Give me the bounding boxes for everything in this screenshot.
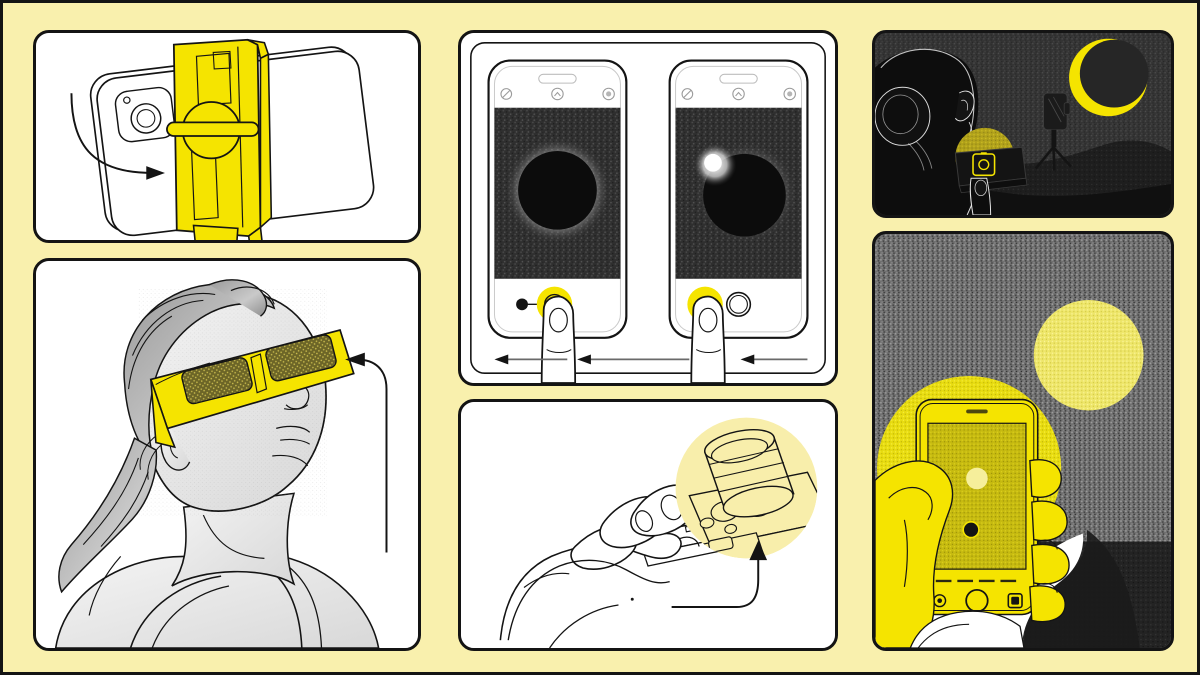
hand-holding-phone: [875, 459, 1070, 648]
hair: [58, 279, 276, 616]
panel-4-artwork: [461, 402, 835, 648]
curved-arrow-right: [70, 93, 165, 180]
slider-arrow-left-3: [740, 354, 808, 365]
finger-before: [540, 295, 577, 383]
panel-1-caption: Clamp the phone into a yellow tripod mou…: [36, 33, 37, 34]
panel-daylight-sun: Frame the sun on screen before the eclip…: [872, 231, 1174, 651]
phone-after: [668, 59, 809, 383]
settings-dots-icon[interactable]: [602, 87, 615, 101]
panel-lens-filter: Fit a solar filter over the phone camera…: [458, 399, 838, 651]
thumbscrew-knob: [166, 101, 260, 160]
panel-2-caption: Wear certified eclipse glasses and look …: [36, 261, 37, 262]
glasses-lens-right: [265, 334, 337, 382]
handheld-phone-glow: [954, 146, 1028, 215]
slider-track-dot: [516, 298, 528, 311]
panel-tripod-mount: Clamp the phone into a yellow tripod mou…: [33, 30, 421, 243]
magnifier-inset: [675, 417, 818, 559]
viewfinder-diamond-ring: [675, 107, 802, 279]
flash-off-icon[interactable]: [500, 88, 513, 100]
illustration-title: How to photograph a solar eclipse with a…: [3, 24, 4, 25]
eclipse-in-sky: [1069, 38, 1149, 117]
panel-4-caption: Fit a solar filter over the phone camera…: [461, 402, 462, 403]
slider-arrow-left-1: [494, 354, 568, 365]
flash-off-icon[interactable]: [681, 88, 694, 100]
phone-before: [487, 59, 628, 383]
tripod-phone: [1034, 92, 1072, 171]
panel-1-artwork: [36, 33, 418, 240]
gallery-button[interactable]: [1007, 592, 1023, 609]
chevron-up-icon[interactable]: [551, 87, 564, 101]
settings-dots-icon[interactable]: [783, 87, 796, 101]
panel-3-caption: Drag the exposure slider down to darken …: [461, 33, 462, 34]
sun-on-screen: [966, 467, 988, 490]
curved-arrow-up: [671, 540, 768, 608]
focus-point: [962, 521, 980, 539]
panel-3-artwork: [461, 33, 835, 383]
panel-6-artwork: [875, 234, 1171, 648]
slider-arrow-left-2: [577, 354, 690, 365]
panel-eclipse-glasses: Wear certified eclipse glasses and look …: [33, 258, 421, 651]
panel-night-scene: Totality: shoot handheld while a second …: [872, 30, 1174, 218]
slider-track-circle: [725, 291, 752, 317]
observer-silhouette: [875, 48, 981, 215]
eclipse-glasses: [149, 328, 355, 449]
glasses-lens-left: [181, 357, 253, 405]
panel-5-artwork: [875, 33, 1171, 215]
viewfinder-total-eclipse: [494, 107, 621, 279]
solar-filter-lens: [704, 428, 795, 518]
panel-2-artwork: [36, 261, 418, 648]
finger-after: [690, 295, 726, 383]
sun-disc: [1033, 300, 1144, 411]
curved-arrow-left: [345, 352, 388, 553]
chevron-up-icon[interactable]: [732, 87, 745, 101]
panel-6-caption: Frame the sun on screen before the eclip…: [875, 234, 876, 235]
panel-5-caption: Totality: shoot handheld while a second …: [875, 33, 876, 34]
phone-camera-ui: [915, 398, 1039, 616]
panel-exposure-slider: Drag the exposure slider down to darken …: [458, 30, 838, 386]
